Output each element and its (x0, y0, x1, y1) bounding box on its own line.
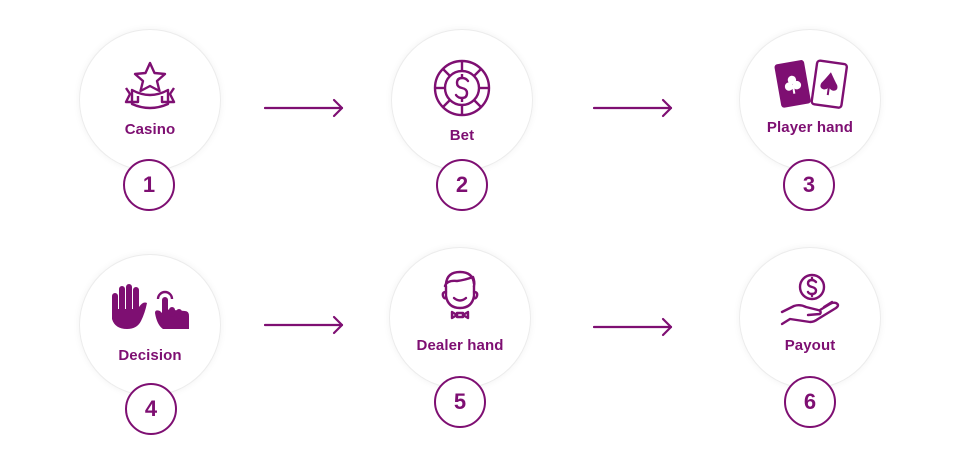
step-3-circle: Player hand (740, 30, 880, 170)
step-number-badge: 3 (783, 159, 835, 211)
hand-coin-payout-icon (780, 273, 840, 326)
step-number-badge: 1 (123, 159, 175, 211)
dealer-bowtie-icon (441, 270, 479, 320)
step-label: Bet (449, 127, 475, 144)
step-number-badge: 2 (436, 159, 488, 211)
step-number-badge: 5 (434, 376, 486, 428)
step-label: Payout (784, 337, 836, 354)
step-label: Decision (118, 347, 182, 364)
step-label: Dealer hand (416, 337, 504, 354)
arrow-right-icon (264, 98, 344, 118)
step-6-circle: Payout (740, 248, 880, 388)
arrow-right-icon (593, 98, 673, 118)
chip-dollar-icon (433, 59, 491, 117)
arrow-right-icon (593, 317, 673, 337)
step-2-circle: Bet (392, 30, 532, 170)
playing-cards-icon (774, 59, 848, 109)
step-number-badge: 6 (784, 376, 836, 428)
step-label: Casino (124, 121, 176, 138)
hand-stop-tap-icon (112, 284, 189, 329)
step-4-circle: Decision (80, 255, 220, 395)
step-label: Player hand (766, 119, 854, 136)
step-number-badge: 4 (125, 383, 177, 435)
casino-star-banner-icon (124, 61, 176, 110)
step-5-circle: Dealer hand (390, 248, 530, 388)
step-1-circle: Casino (80, 30, 220, 170)
arrow-right-icon (264, 315, 344, 335)
